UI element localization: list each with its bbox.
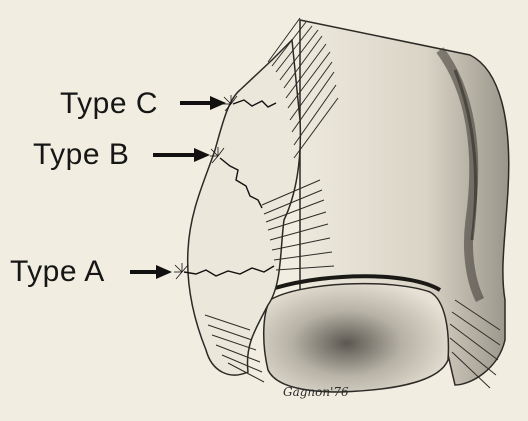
label-type-c: Type C <box>60 89 158 119</box>
artist-signature: Gagnon'76 <box>283 385 349 399</box>
talus-shape <box>264 284 449 392</box>
label-type-b: Type B <box>33 140 129 170</box>
arrow-a <box>130 265 172 279</box>
burst-mark-a <box>174 263 188 279</box>
label-type-a: Type A <box>10 257 105 287</box>
arrow-b <box>153 148 210 162</box>
arrow-c <box>180 96 226 110</box>
